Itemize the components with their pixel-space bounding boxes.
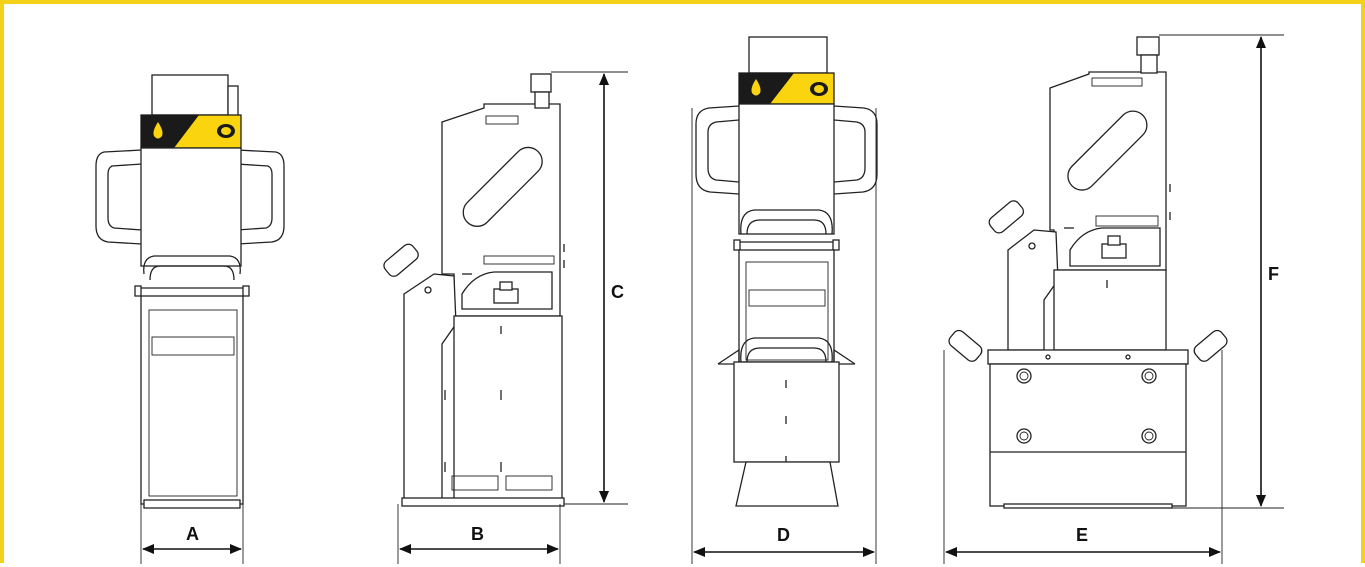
dimension-label-e: E <box>1076 525 1088 545</box>
dimension-label-d: D <box>777 525 790 545</box>
front-view-compact <box>95 74 285 509</box>
dimension-label-f: F <box>1268 264 1279 284</box>
dimension-label-b: B <box>471 524 484 544</box>
front-view-extended <box>695 36 878 507</box>
dimension-diagram: A B C D E F <box>95 34 1284 564</box>
dimension-label-a: A <box>186 524 199 544</box>
dimension-label-c: C <box>611 282 624 302</box>
side-view-extended <box>948 36 1228 509</box>
dimensions: A B C D E F <box>140 34 1284 564</box>
side-view-compact <box>383 73 565 507</box>
